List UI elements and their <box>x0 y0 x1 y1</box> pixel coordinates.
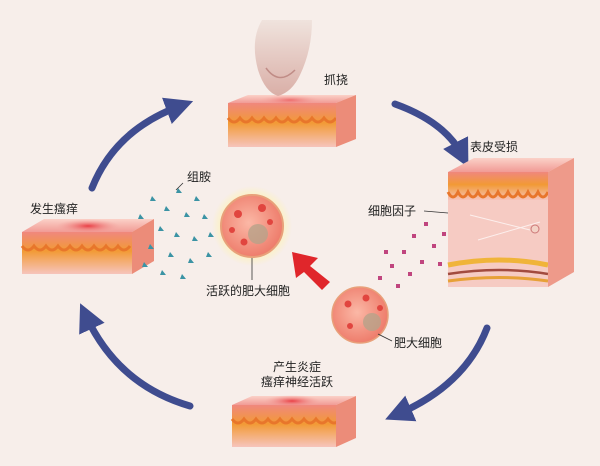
mast-cells-label: 肥大细胞 <box>394 336 443 350</box>
arrow-damage-to-inflammation <box>385 324 491 422</box>
mast-cell-icon <box>212 186 292 266</box>
hand-icon <box>254 20 312 96</box>
inflammation-label: 产生炎症 瘙痒神经活跃 <box>252 360 342 390</box>
arrow-itch-to-scratch <box>88 97 194 192</box>
mast-cell-icon <box>331 286 389 344</box>
scratch-label: 抓挠 <box>324 73 349 87</box>
skin-block-inflammation <box>230 395 356 447</box>
cytokines-label: 细胞因子 <box>368 204 417 218</box>
arrow-scratch-to-damage <box>391 100 469 168</box>
arrow-inflammation-to-itch <box>79 303 194 410</box>
active-mast-cells-label: 活跃的肥大细胞 <box>206 284 291 298</box>
skin-block-scratch <box>226 95 356 147</box>
activation-arrow-icon <box>292 252 330 290</box>
histamine-leader-line <box>175 182 184 191</box>
cycle-arrow-icon <box>79 97 491 422</box>
histamine-label: 组胺 <box>187 170 212 184</box>
cytokine-leader-line <box>423 210 449 214</box>
inflammation-label-line1: 产生炎症 <box>272 360 321 374</box>
cytokine-particles <box>378 222 446 288</box>
inflammation-label-line2: 瘙痒神经活跃 <box>260 375 333 389</box>
itch-label: 发生瘙痒 <box>30 202 79 216</box>
skin-block-damage <box>446 158 574 287</box>
histamine-particles <box>138 188 214 279</box>
skin-block-itch <box>20 219 154 274</box>
skin-damage-label: 表皮受损 <box>470 140 519 154</box>
mast-cell-leader-line <box>377 333 393 342</box>
